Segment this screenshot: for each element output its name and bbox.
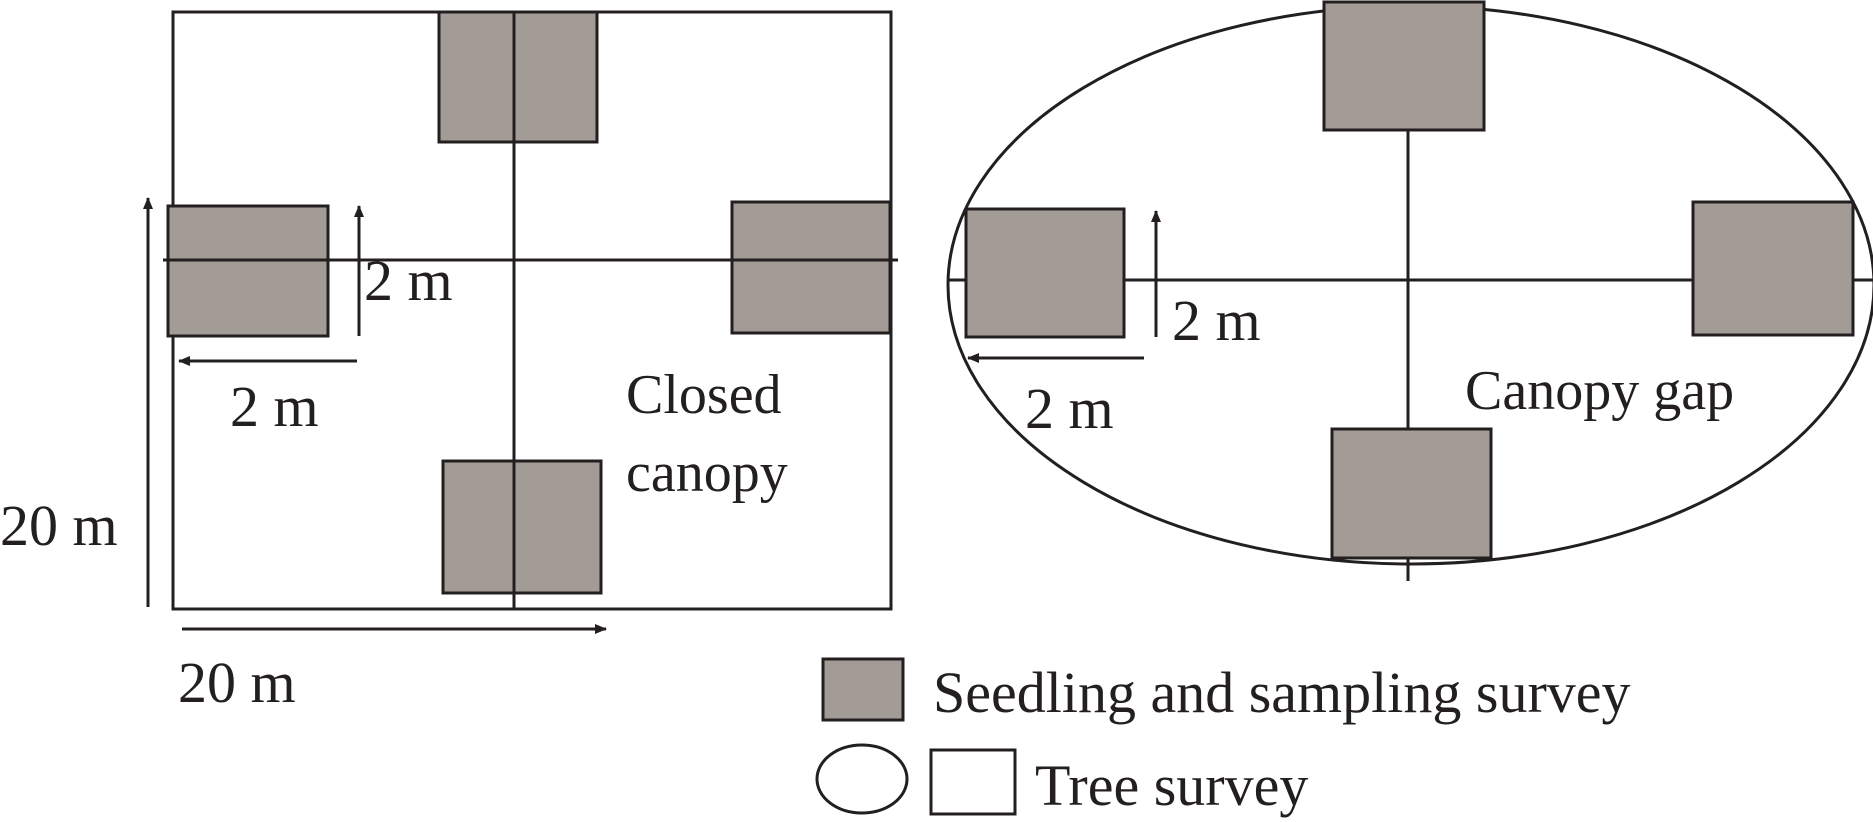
closed-canopy-label-line1: Closed <box>626 364 782 426</box>
plot-height-label: 20 m <box>0 493 118 558</box>
legend-square-swatch <box>929 748 1017 816</box>
subplot-right <box>1691 200 1855 337</box>
subplot-bottom <box>1330 427 1493 560</box>
subplot-width-label: 2 m <box>230 374 319 439</box>
subplot-height-label: 2 m <box>1172 288 1261 353</box>
closed-canopy-label-line2: canopy <box>626 442 788 504</box>
subplot-right <box>730 200 892 335</box>
legend-seedling-label: Seedling and sampling survey <box>933 660 1631 725</box>
subplot-height-label: 2 m <box>364 248 453 313</box>
subplot-width-label: 2 m <box>1025 376 1114 441</box>
canopy-gap-plot: 2 m 2 m Canopy gap <box>946 0 1873 581</box>
subplot-top <box>437 10 599 144</box>
closed-canopy-plot: 20 m 20 m 2 m 2 m Closed canopy <box>0 10 898 715</box>
legend-tree-label: Tree survey <box>1035 753 1308 818</box>
subplot-left <box>964 207 1126 339</box>
legend: Seedling and sampling survey Tree survey <box>815 657 1631 818</box>
subplot-left <box>166 204 330 338</box>
legend-seedling-swatch <box>821 657 905 722</box>
canopy-gap-label: Canopy gap <box>1465 360 1734 422</box>
plot-width-label: 20 m <box>178 650 296 715</box>
subplot-top <box>1322 0 1486 132</box>
legend-ellipse-swatch <box>815 743 909 815</box>
subplot-bottom <box>441 459 603 595</box>
